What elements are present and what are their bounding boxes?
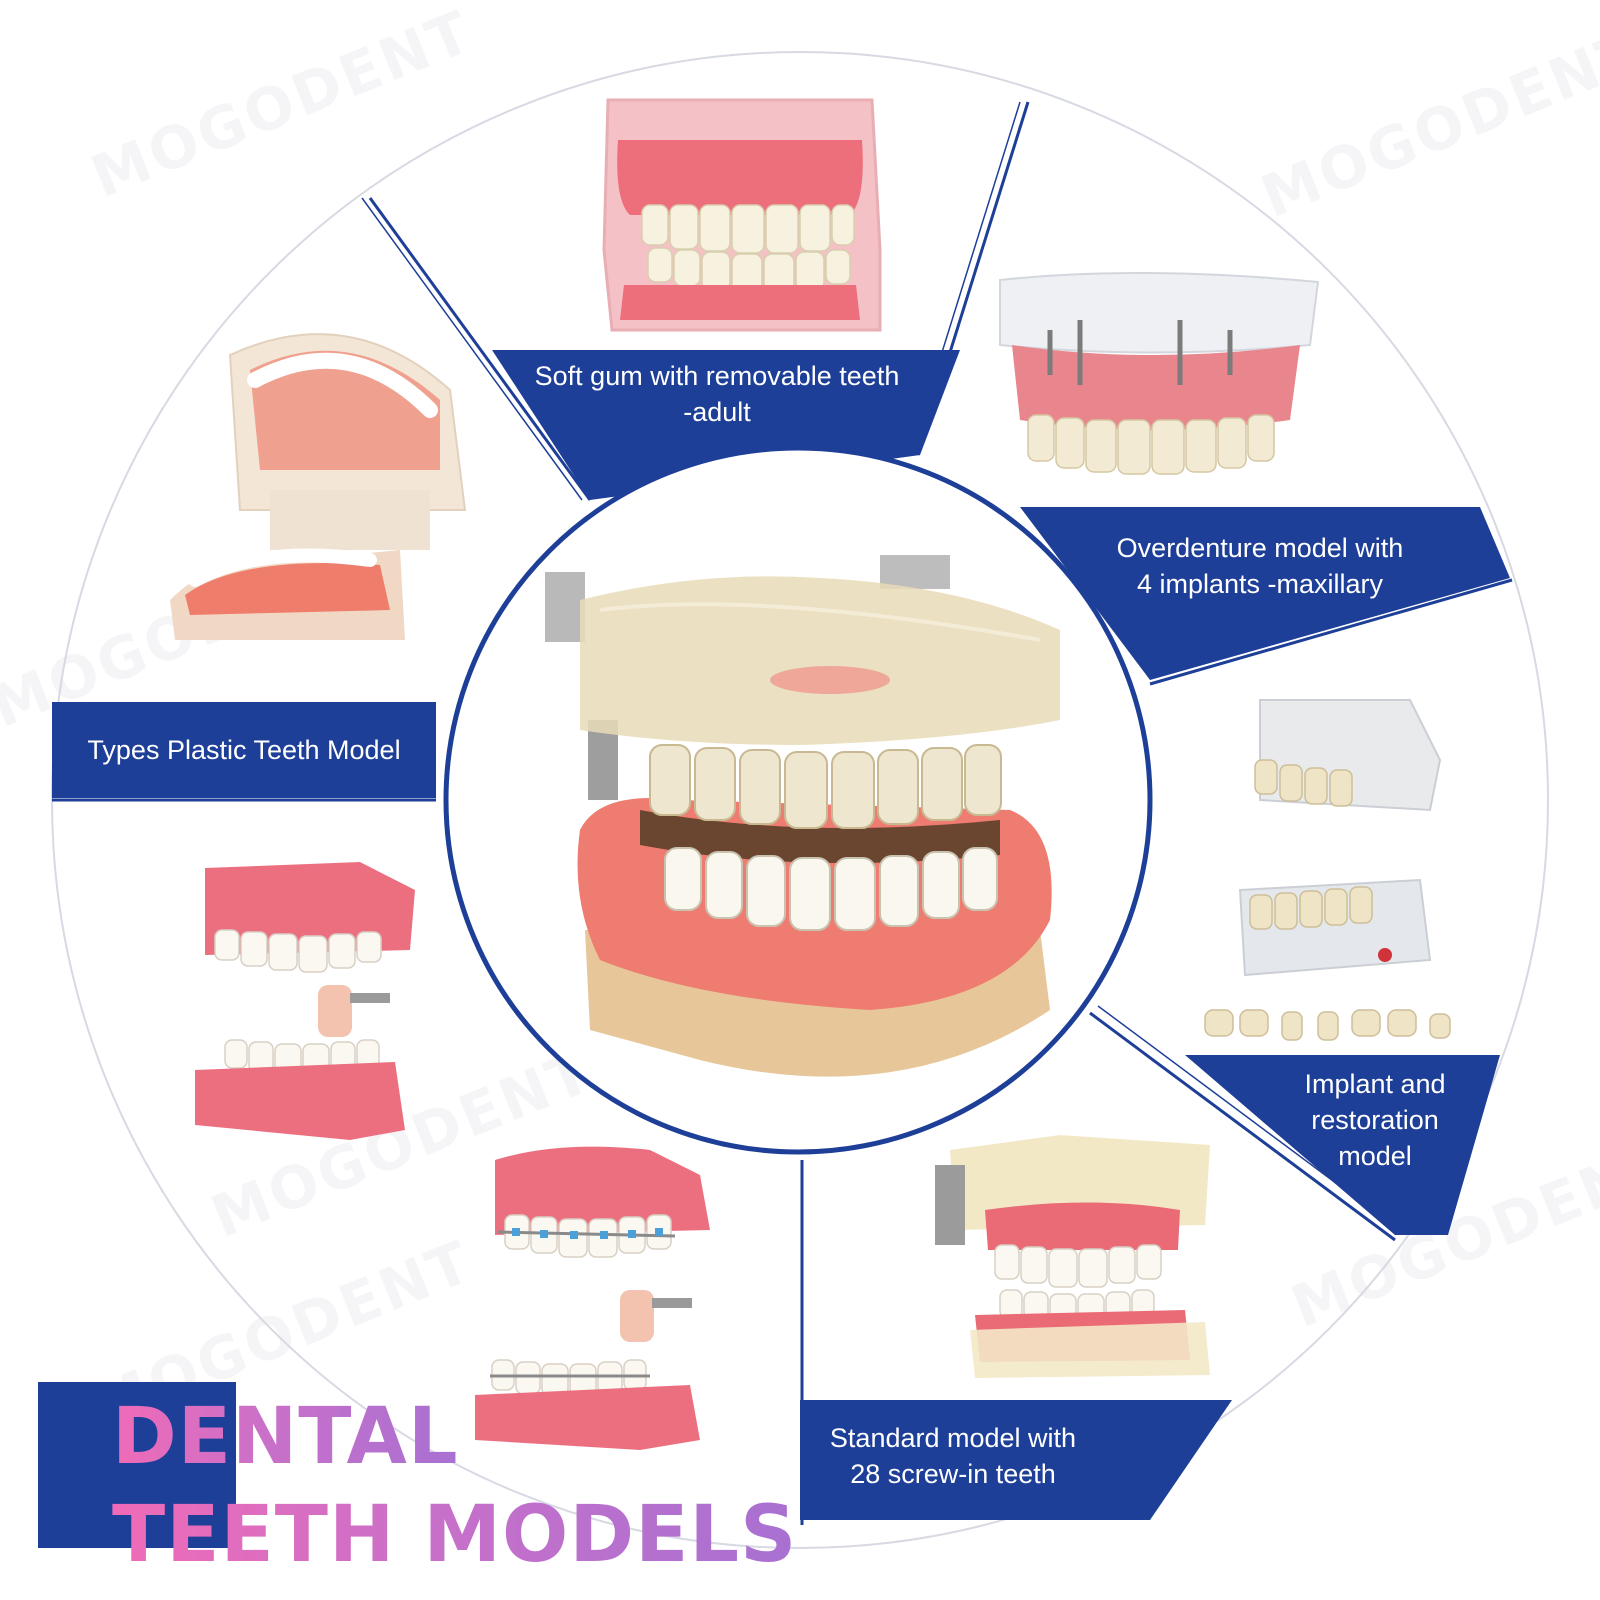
label-overdenture-line1: Overdenture model with [1116,533,1404,563]
implant-restoration-model-image [1204,699,1451,1041]
label-types-plastic-line1: Types Plastic Teeth Model [87,735,401,765]
label-panel-implant [1185,1055,1500,1235]
label-panel-standard [800,1400,1232,1520]
headline-line1: DENTAL [112,1392,459,1482]
palate-gum [770,666,890,694]
divider-line [361,197,583,501]
standard-model-image [935,1135,1210,1378]
label-implant-restoration: Implant and restoration model [1280,1066,1470,1174]
base-highlight [599,602,1041,642]
divider-line [1097,1005,1404,1234]
upper-transparent-base [580,576,1060,745]
divider-line [368,197,592,501]
label-panel-types-plastic [52,702,436,798]
label-soft-gum: Soft gum with removable teeth -adult [510,358,924,430]
upper-teeth [649,744,1002,829]
divider-line [909,101,1021,456]
braces-model-image [475,1146,710,1450]
label-standard-line1: Standard model with [829,1423,1077,1453]
label-standard-model: Standard model with 28 screw-in teeth [808,1420,1098,1492]
headline-line2: TEETH MODELS [112,1490,798,1580]
title-panel [38,1382,236,1548]
soft-gum-model-image [602,98,882,332]
label-implant-line3: model [1338,1141,1412,1171]
label-soft-gum-line2: -adult [683,397,751,427]
center-dental-model-image [545,555,1060,1077]
articulator-clip [880,555,950,589]
label-overdenture-line2: 4 implants -maxillary [1136,569,1384,599]
divider-line [1089,1011,1396,1242]
label-implant-line2: restoration [1311,1105,1439,1135]
overdenture-model-image [999,271,1320,475]
label-overdenture: Overdenture model with 4 implants -maxil… [1100,530,1420,602]
label-panel-overdenture [1020,507,1510,680]
pink-teeth-model-image [195,862,415,1140]
label-types-plastic: Types Plastic Teeth Model [60,732,428,768]
divider-line [916,101,1030,456]
lower-teeth [664,847,998,931]
articulator-clip [545,572,585,642]
types-plastic-model-image [170,333,467,640]
tartar-band [640,810,1000,863]
label-standard-line2: 28 screw-in teeth [850,1459,1056,1489]
divider-line [1149,578,1513,686]
label-implant-line1: Implant and [1304,1069,1446,1099]
label-soft-gum-line1: Soft gum with removable teeth [534,361,900,391]
